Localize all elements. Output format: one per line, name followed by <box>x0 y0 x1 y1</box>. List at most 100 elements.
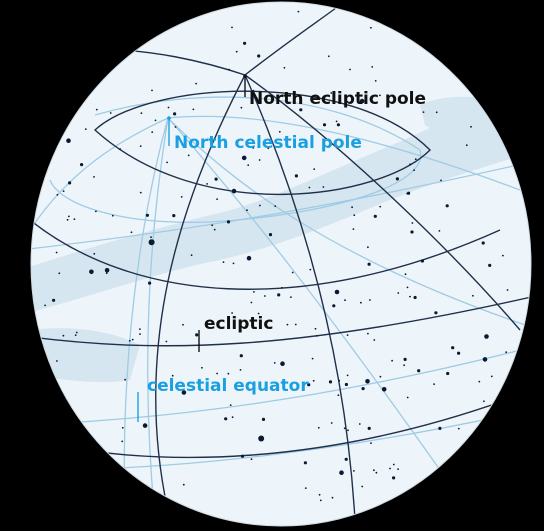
star <box>281 286 283 289</box>
ecliptic-meridian-5 <box>244 74 521 331</box>
star <box>308 186 311 189</box>
star <box>328 380 333 384</box>
star <box>346 334 349 336</box>
star <box>406 396 409 399</box>
star <box>404 273 407 276</box>
star <box>283 66 286 69</box>
star <box>370 26 372 29</box>
star <box>488 263 492 267</box>
star <box>151 131 154 134</box>
ecliptic-grid <box>31 4 531 521</box>
star <box>435 111 438 114</box>
star <box>278 130 281 133</box>
star <box>151 89 153 92</box>
star <box>413 169 415 172</box>
star <box>216 198 219 201</box>
star <box>319 499 322 502</box>
star <box>201 366 203 369</box>
star <box>239 369 242 371</box>
star <box>483 400 485 403</box>
star <box>374 80 377 82</box>
star <box>247 164 250 167</box>
star <box>353 214 356 217</box>
star <box>322 123 327 127</box>
star <box>258 159 261 161</box>
star <box>264 295 266 297</box>
star <box>391 359 393 362</box>
star <box>446 371 450 376</box>
star <box>379 205 382 208</box>
star <box>406 286 409 289</box>
star <box>343 427 346 430</box>
star <box>148 281 152 285</box>
star <box>304 487 307 489</box>
star <box>322 186 325 188</box>
star <box>309 268 312 271</box>
star <box>224 417 228 421</box>
star <box>505 351 508 354</box>
star <box>433 383 435 385</box>
star <box>490 375 493 378</box>
star <box>317 426 320 429</box>
star <box>154 119 157 122</box>
star <box>290 296 292 298</box>
star <box>173 112 177 116</box>
star <box>66 138 71 143</box>
star <box>307 383 311 387</box>
star <box>231 312 234 314</box>
declination-circle-30 <box>31 159 531 251</box>
star <box>482 357 488 362</box>
star <box>257 54 261 58</box>
star <box>121 440 124 443</box>
ecliptic-meridian-3 <box>244 4 341 76</box>
star <box>375 471 378 474</box>
star <box>240 106 243 109</box>
star <box>119 148 121 150</box>
star <box>105 272 108 275</box>
star <box>392 463 395 466</box>
star <box>294 174 298 178</box>
star <box>349 68 351 71</box>
star <box>214 177 218 181</box>
star <box>174 126 177 128</box>
star <box>277 293 281 297</box>
label-leaders <box>137 76 246 422</box>
milky-way <box>31 90 531 383</box>
ecliptic-line <box>31 294 531 347</box>
star <box>231 26 233 29</box>
star <box>344 299 346 302</box>
star <box>89 269 94 275</box>
star <box>139 333 141 335</box>
star <box>75 331 78 334</box>
star <box>246 209 248 212</box>
star <box>314 327 317 330</box>
ecliptic-meridian-2 <box>244 74 356 521</box>
star <box>406 192 408 195</box>
star <box>367 426 371 430</box>
star <box>403 357 407 361</box>
star <box>339 470 344 476</box>
star <box>182 483 185 486</box>
star <box>367 262 371 266</box>
star <box>365 379 370 384</box>
star <box>235 50 238 53</box>
star <box>62 190 65 193</box>
star <box>506 289 509 291</box>
star <box>318 493 321 496</box>
star <box>379 94 381 97</box>
north-ecliptic-pole-marker <box>243 74 247 78</box>
star <box>379 375 382 378</box>
north-celestial-pole-label: North celestial pole <box>174 133 362 153</box>
star <box>259 204 261 207</box>
star <box>148 239 155 246</box>
star <box>241 155 247 161</box>
star <box>139 328 141 330</box>
star <box>167 106 170 109</box>
star <box>344 382 348 387</box>
star <box>66 218 69 221</box>
star <box>315 335 318 337</box>
star <box>465 144 468 147</box>
star <box>166 161 169 164</box>
star <box>187 154 190 157</box>
star <box>291 271 294 274</box>
